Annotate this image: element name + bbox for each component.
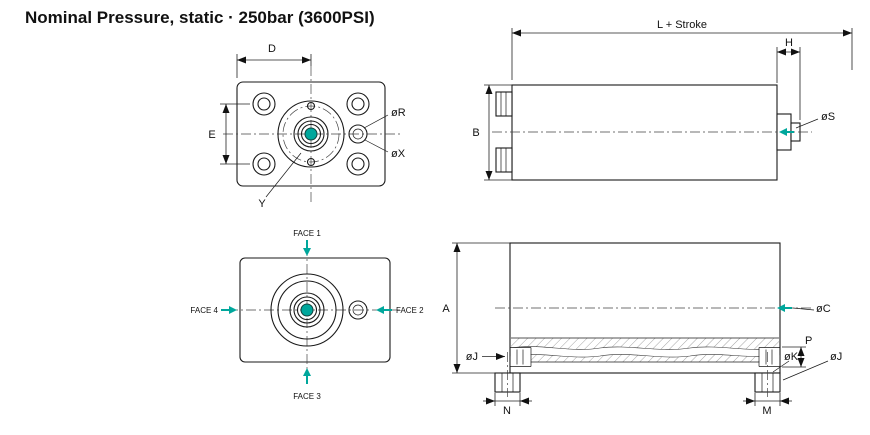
dimension-b: B: [472, 84, 512, 181]
label-j-right: øJ: [830, 351, 842, 363]
section-view: A øC P øK øJ øJ: [442, 242, 842, 417]
label-y: Y: [258, 198, 266, 210]
dimension-h: H: [776, 37, 801, 120]
label-c: øC: [816, 303, 831, 315]
callout-c: øC: [792, 303, 831, 315]
face-2-arrow-icon: [376, 306, 384, 314]
rod-center-dot: [304, 127, 318, 141]
label-e: E: [208, 129, 215, 141]
label-r: øR: [391, 107, 406, 119]
dimension-j-left: øJ: [466, 351, 505, 363]
label-face-1: FACE 1: [293, 229, 321, 238]
label-face-3: FACE 3: [293, 392, 321, 401]
label-x: øX: [391, 148, 406, 160]
face-2-annotation: FACE 2: [376, 306, 424, 315]
dimension-l-stroke: L + Stroke: [511, 19, 853, 80]
label-a: A: [442, 303, 450, 315]
dimension-d: D: [236, 43, 312, 78]
side-view: øS L + Stroke H B: [472, 19, 853, 181]
callout-y: Y: [258, 152, 302, 210]
callout-k: øK: [772, 351, 799, 373]
left-face-bore: [510, 347, 532, 367]
bottom-port-right: [754, 352, 781, 397]
section-rod-arrow-icon: [777, 304, 792, 312]
face-1-annotation: FACE 1: [293, 229, 321, 256]
port-circle-front: [348, 124, 368, 144]
rod-end-arrow-icon: [779, 128, 794, 136]
front-view: D E øR øX Y: [208, 43, 405, 210]
dimension-a: A: [442, 242, 510, 374]
side-port-lower: [495, 147, 513, 173]
label-k: øK: [784, 351, 799, 363]
label-face-4: FACE 4: [190, 306, 218, 315]
face-1-arrow-icon: [303, 248, 311, 256]
label-n: N: [503, 405, 511, 417]
callout-x: øX: [364, 139, 406, 160]
bolt-holes: [252, 92, 370, 176]
callout-s: øS: [795, 111, 835, 129]
label-face-2: FACE 2: [396, 306, 424, 315]
central-boss: [277, 100, 345, 168]
label-b: B: [472, 127, 479, 139]
face-4-annotation: FACE 4: [190, 306, 237, 315]
label-s: øS: [821, 111, 835, 123]
face-view: FACE 1 FACE 3 FACE 4 FACE 2: [190, 229, 424, 401]
cylinder-body: [511, 84, 778, 181]
dimension-e: E: [208, 103, 250, 165]
section-hatch: [510, 337, 780, 363]
dimension-m: M: [743, 393, 792, 417]
face-3-annotation: FACE 3: [293, 368, 321, 401]
right-face-bore: [758, 347, 780, 367]
label-m: M: [762, 405, 771, 417]
dimension-n: N: [483, 393, 532, 417]
label-j-left: øJ: [466, 351, 478, 363]
callout-r: øR: [363, 107, 406, 129]
port-circle-face: [348, 300, 368, 320]
label-d: D: [268, 43, 276, 55]
label-l-stroke: L + Stroke: [657, 19, 707, 31]
page-title: Nominal Pressure, static · 250bar (3600P…: [25, 8, 375, 27]
dimension-p: P: [782, 335, 812, 368]
face-4-arrow-icon: [229, 306, 237, 314]
face-rod-center-dot: [300, 303, 314, 317]
face-3-arrow-icon: [303, 368, 311, 376]
face-central-boss: [270, 273, 344, 347]
callout-j-right: øJ: [782, 351, 842, 381]
side-port-upper: [495, 91, 513, 117]
label-h: H: [785, 37, 793, 49]
label-p: P: [805, 335, 812, 347]
